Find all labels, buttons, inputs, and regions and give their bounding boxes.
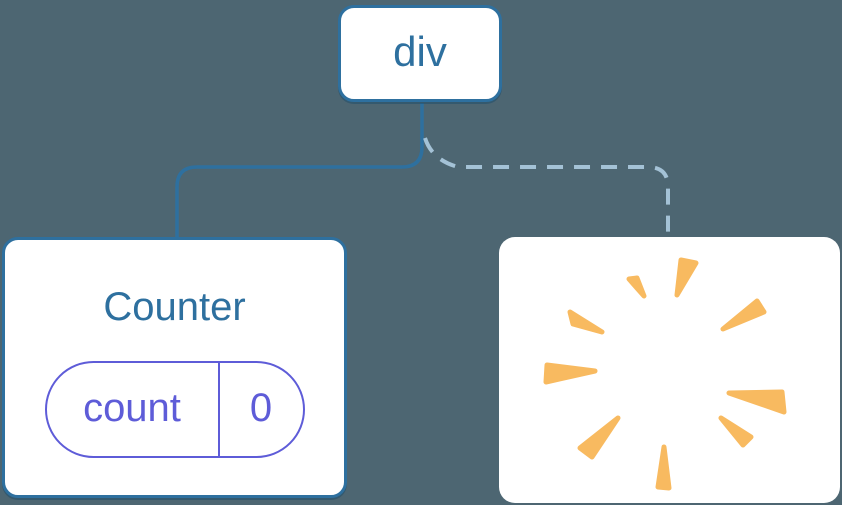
state-pill-value: 0 [217, 363, 303, 456]
burst-ray [726, 389, 787, 415]
div-node-label: div [393, 27, 447, 75]
state-pill: count 0 [44, 361, 305, 458]
burst-ray [543, 362, 598, 385]
burst-ray [626, 275, 647, 299]
tree-node-div: div [338, 5, 502, 102]
edge-solid-div-to-counter [175, 103, 424, 240]
tree-node-removed [499, 237, 840, 503]
counter-node-title: Counter [103, 285, 246, 329]
edge-dashed-div-to-removed [423, 137, 670, 239]
state-pill-name: count [83, 385, 181, 430]
burst-ray [674, 257, 699, 298]
burst-ray [720, 298, 767, 332]
tree-node-counter: Counter count 0 [2, 237, 347, 498]
burst-ray [567, 309, 605, 335]
burst-ray [718, 415, 754, 448]
poof-starburst-icon [543, 257, 787, 491]
burst-ray [577, 415, 621, 460]
burst-ray [655, 444, 672, 491]
